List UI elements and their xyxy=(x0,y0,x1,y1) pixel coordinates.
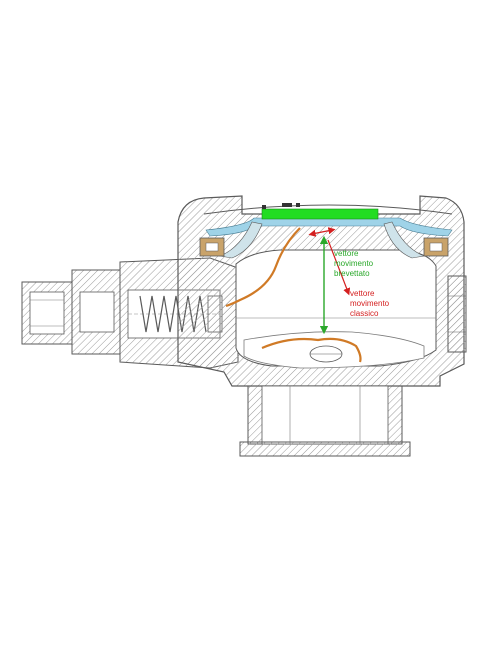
classic-vector-label-line-2: movimento xyxy=(350,299,390,308)
patented-vector-label-line-1: vettore xyxy=(334,249,359,258)
patented-vector-label-line-3: brevettato xyxy=(334,269,370,278)
classic-vector-arrow xyxy=(327,239,351,296)
inlet-fitting xyxy=(21,269,121,355)
seal-left xyxy=(199,237,225,257)
right-port xyxy=(447,275,467,353)
valve-poppet xyxy=(309,345,343,363)
classic-vector-label: vettore movimento classico xyxy=(350,289,390,318)
cover-marks xyxy=(262,203,300,209)
classic-vector-label-line-1: vettore xyxy=(350,289,375,298)
seal-right xyxy=(423,237,449,257)
patented-vector-label: vettore movimento brevettato xyxy=(334,249,374,278)
patented-vector-label-line-2: movimento xyxy=(334,259,374,268)
lever-lower xyxy=(261,337,362,363)
diaphragm-plate xyxy=(261,208,379,220)
diaphragm-support xyxy=(218,221,426,259)
classic-vector-arrow-top xyxy=(308,227,336,237)
lever-arm xyxy=(225,227,301,308)
classic-vector-label-line-3: classico xyxy=(350,309,379,318)
outlet-fitting xyxy=(239,385,411,457)
